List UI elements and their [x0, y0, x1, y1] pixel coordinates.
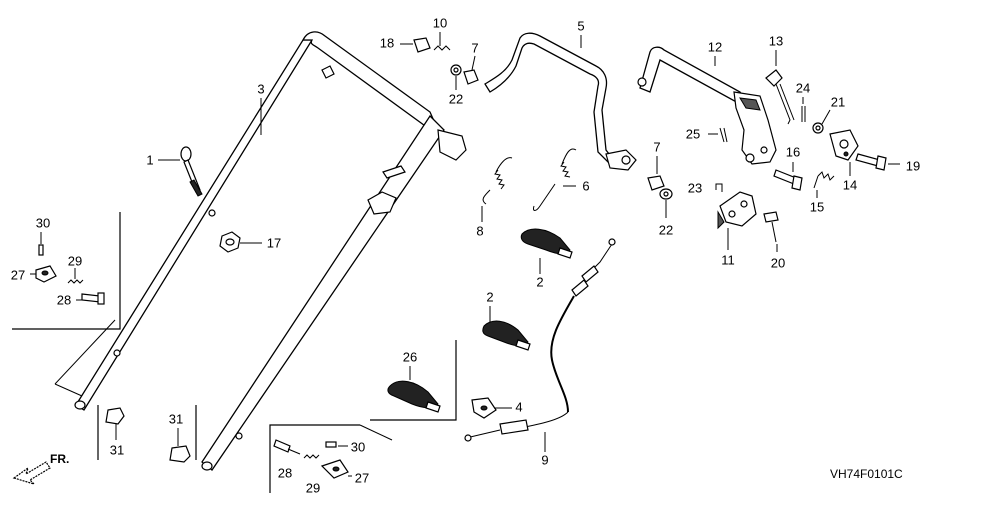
callout-c15: 15 [810, 199, 824, 214]
callout-c11: 11 [721, 252, 735, 267]
callout-c7b: 7 [653, 139, 660, 154]
callout-c6: 6 [582, 178, 589, 193]
washer-part-21 [812, 122, 824, 134]
callout-c22a: 22 [449, 91, 463, 106]
spring-part-8 [482, 157, 513, 205]
flange-bolt-part-31-right [169, 405, 197, 463]
diagram-code: VH74F0101C [830, 467, 903, 481]
callout-c20: 20 [771, 255, 785, 270]
flange-bolt-part-31-left [97, 405, 125, 460]
callout-c2b: 2 [486, 289, 493, 304]
callout-c3: 3 [257, 81, 264, 96]
callout-c26: 26 [403, 349, 417, 364]
link-part-13 [765, 69, 795, 125]
washer-part-22-top [450, 64, 462, 76]
spring-part-6 [533, 148, 577, 211]
nut-part-7-right [647, 175, 665, 191]
callout-c9: 9 [541, 452, 548, 467]
callout-c30a: 30 [36, 215, 50, 230]
callout-c4: 4 [515, 399, 522, 414]
callout-c7a: 7 [471, 40, 478, 55]
handle-upper-part-3 [74, 31, 467, 471]
bracket-part-11 [717, 191, 757, 230]
control-cable-part-9 [464, 238, 616, 442]
bolt-part-19 [855, 153, 887, 171]
inset-bottom-hinge [269, 424, 393, 493]
callout-c2a: 2 [536, 274, 543, 289]
callout-c24: 24 [796, 80, 810, 95]
callout-c29b: 29 [306, 480, 320, 495]
front-direction-arrow: FR. [12, 452, 69, 485]
callout-c25: 25 [686, 126, 700, 141]
control-bar-part-5 [484, 32, 637, 171]
callout-c28a: 28 [57, 292, 71, 307]
inset-left-hinge [12, 212, 121, 397]
callout-c29a: 29 [68, 253, 82, 268]
callout-c14: 14 [843, 177, 857, 192]
callout-c30b: 30 [351, 439, 365, 454]
pin-part-25 [719, 127, 728, 143]
collar-part-18 [413, 37, 431, 53]
callout-c28b: 28 [278, 465, 292, 480]
callout-c31a: 31 [110, 442, 124, 457]
bolt-part-16 [773, 169, 803, 191]
direction-label: FR. [50, 452, 69, 466]
callout-c27a: 27 [11, 267, 25, 282]
callout-c17: 17 [267, 235, 281, 250]
callout-c5: 5 [577, 18, 584, 33]
nut-part-17 [219, 231, 241, 253]
callout-c22b: 22 [659, 222, 673, 237]
spring-part-10 [433, 45, 451, 51]
callout-c8: 8 [476, 223, 483, 238]
spring-part-15 [813, 171, 835, 189]
callout-c12: 12 [708, 39, 722, 54]
callout-c19: 19 [906, 158, 920, 173]
callout-c23: 23 [688, 180, 702, 195]
callout-c16: 16 [786, 144, 800, 159]
callout-c10: 10 [433, 15, 447, 30]
callout-c18: 18 [380, 35, 394, 50]
nut-part-7-top [463, 69, 479, 85]
cable-grip-part-26 [370, 340, 457, 421]
callout-c27b: 27 [355, 470, 369, 485]
cable-grip-part-2-lower [482, 320, 531, 351]
callout-c21: 21 [831, 94, 845, 109]
eye-bolt-part-1 [180, 146, 203, 197]
callout-c13: 13 [769, 33, 783, 48]
washer-part-22-right [659, 188, 673, 200]
callout-c31b: 31 [169, 411, 183, 426]
bolt-part-20 [763, 211, 779, 243]
latch-part-14 [829, 129, 859, 161]
cable-grip-part-2-upper [520, 228, 573, 259]
callout-c1: 1 [146, 152, 153, 167]
control-lever-part-12 [637, 46, 777, 165]
cable-clip-part-4 [471, 397, 497, 419]
pin-part-24 [801, 106, 806, 122]
clip-part-23 [715, 183, 723, 192]
